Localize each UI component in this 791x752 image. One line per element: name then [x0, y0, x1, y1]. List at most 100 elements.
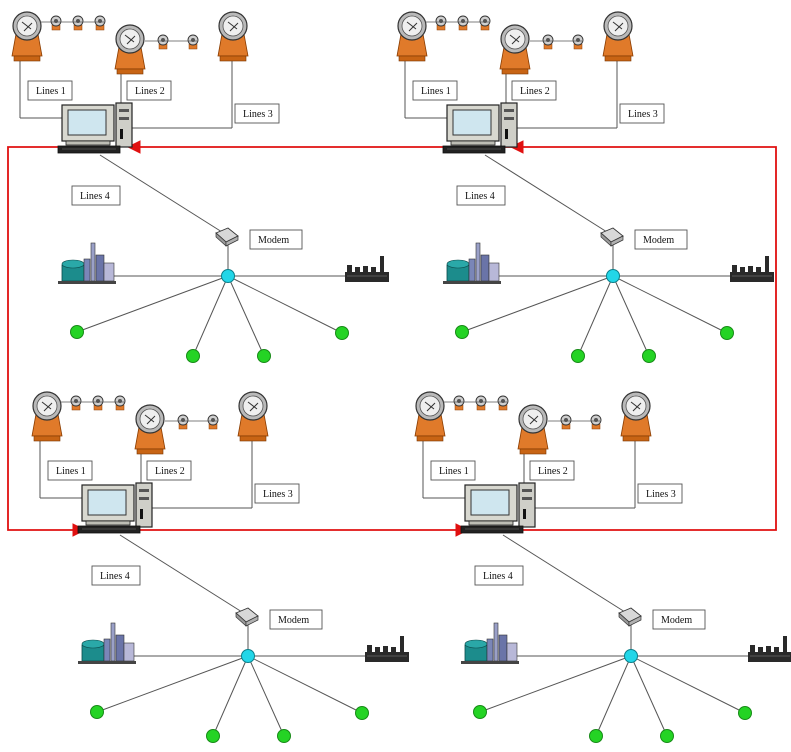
label-lines-3-text: Lines 3 [646, 489, 676, 500]
small-meter-icon [560, 414, 572, 430]
hub-spoke-line [612, 275, 728, 334]
label-lines-4: Lines 4 [91, 565, 141, 586]
label-lines-3-text: Lines 3 [243, 109, 273, 120]
meter-icon [499, 24, 531, 75]
small-meter-icon [177, 414, 189, 430]
label-lines-4-text: Lines 4 [100, 571, 130, 582]
ring-path [7, 146, 777, 531]
label-lines-3-box [234, 103, 280, 124]
meter-group [396, 11, 634, 75]
hub-spoke-line [595, 655, 632, 737]
label-modem: Modem [269, 609, 323, 630]
small-meter-icon [94, 15, 106, 31]
meter-group [11, 11, 249, 75]
station-cluster-2: Lines 1 Lines 2 Lines 3 Lines 4 Modem [396, 11, 775, 363]
hub-node [606, 269, 620, 283]
endpoint-node [355, 706, 369, 720]
hub-spoke-line [227, 275, 343, 334]
hub-spoke-line [461, 275, 614, 333]
meter-group [414, 391, 652, 455]
small-meter-icon [542, 34, 554, 50]
label-modem-text: Modem [278, 615, 309, 626]
small-meter-icon [114, 395, 126, 411]
computer-icon [460, 482, 536, 534]
small-meter-icon [435, 15, 447, 31]
label-lines-3: Lines 3 [254, 483, 300, 504]
hub-spoke-line [630, 655, 746, 714]
small-meter-icon [187, 34, 199, 50]
hub-spoke-line [612, 275, 650, 357]
label-modem-text: Modem [643, 235, 674, 246]
factory-icon [364, 635, 410, 663]
hub-spokes [461, 275, 741, 357]
hub-spoke-line [212, 655, 249, 737]
label-lines-4-box [91, 565, 141, 586]
meter-icon [31, 391, 63, 442]
industrial-plant-icon [442, 242, 502, 285]
endpoint-node [186, 349, 200, 363]
label-lines-4-box [474, 565, 524, 586]
endpoint-node [335, 326, 349, 340]
small-meter-icon [479, 15, 491, 31]
label-lines-2-box [529, 460, 575, 481]
label-lines-1-box [430, 460, 476, 481]
small-meter-icon [497, 395, 509, 411]
endpoint-node [277, 729, 291, 743]
endpoint-node [642, 349, 656, 363]
factory-icon [344, 255, 390, 283]
computer-modem-line [99, 154, 223, 233]
industrial-plant-icon [460, 622, 520, 665]
label-lines-3: Lines 3 [234, 103, 280, 124]
small-meter-icon [475, 395, 487, 411]
label-lines-3-box [637, 483, 683, 504]
label-lines-3: Lines 3 [619, 103, 665, 124]
label-modem-box [634, 229, 688, 250]
label-lines-2-box [511, 80, 557, 101]
small-meter-icon [457, 15, 469, 31]
label-lines-2-box [126, 80, 172, 101]
label-lines-1: Lines 1 [412, 80, 458, 101]
label-modem-text: Modem [258, 235, 289, 246]
label-lines-1: Lines 1 [430, 460, 476, 481]
hub-node [241, 649, 255, 663]
meter-icon [517, 404, 549, 455]
label-lines-1-text: Lines 1 [56, 466, 86, 477]
label-modem-box [269, 609, 323, 630]
label-lines-2: Lines 2 [529, 460, 575, 481]
small-meter-icon [207, 414, 219, 430]
hub-spoke-line [96, 655, 249, 713]
meter-icon [217, 11, 249, 62]
hub-spoke-line [192, 275, 229, 357]
station-cluster-1: Lines 1 Lines 2 Lines 3 Lines 4 Modem [11, 11, 390, 363]
hub-spoke-line [630, 655, 668, 737]
hub-spokes [479, 655, 759, 737]
hub-spokes [76, 275, 356, 357]
label-lines-2-box [146, 460, 192, 481]
label-lines-4-text: Lines 4 [483, 571, 513, 582]
endpoint-node [571, 349, 585, 363]
industrial-plant-icon [77, 622, 137, 665]
meter-icon [134, 404, 166, 455]
label-lines-4: Lines 4 [474, 565, 524, 586]
small-meter-icon [590, 414, 602, 430]
label-lines-1-text: Lines 1 [36, 86, 66, 97]
label-lines-4-text: Lines 4 [465, 191, 495, 202]
ring-arrowhead [126, 140, 141, 154]
label-lines-2: Lines 2 [511, 80, 557, 101]
endpoint-node [206, 729, 220, 743]
meter-wires [404, 52, 618, 129]
label-lines-2-text: Lines 2 [520, 86, 550, 97]
factory-icon [729, 255, 775, 283]
label-lines-1-box [412, 80, 458, 101]
label-lines-4: Lines 4 [456, 185, 506, 206]
label-lines-2-text: Lines 2 [135, 86, 165, 97]
small-meter-icon [157, 34, 169, 50]
endpoint-node [90, 705, 104, 719]
label-lines-1-box [47, 460, 93, 481]
computer-icon [77, 482, 153, 534]
computer-icon [57, 102, 133, 154]
label-lines-4: Lines 4 [71, 185, 121, 206]
hub-spoke-line [247, 655, 363, 714]
